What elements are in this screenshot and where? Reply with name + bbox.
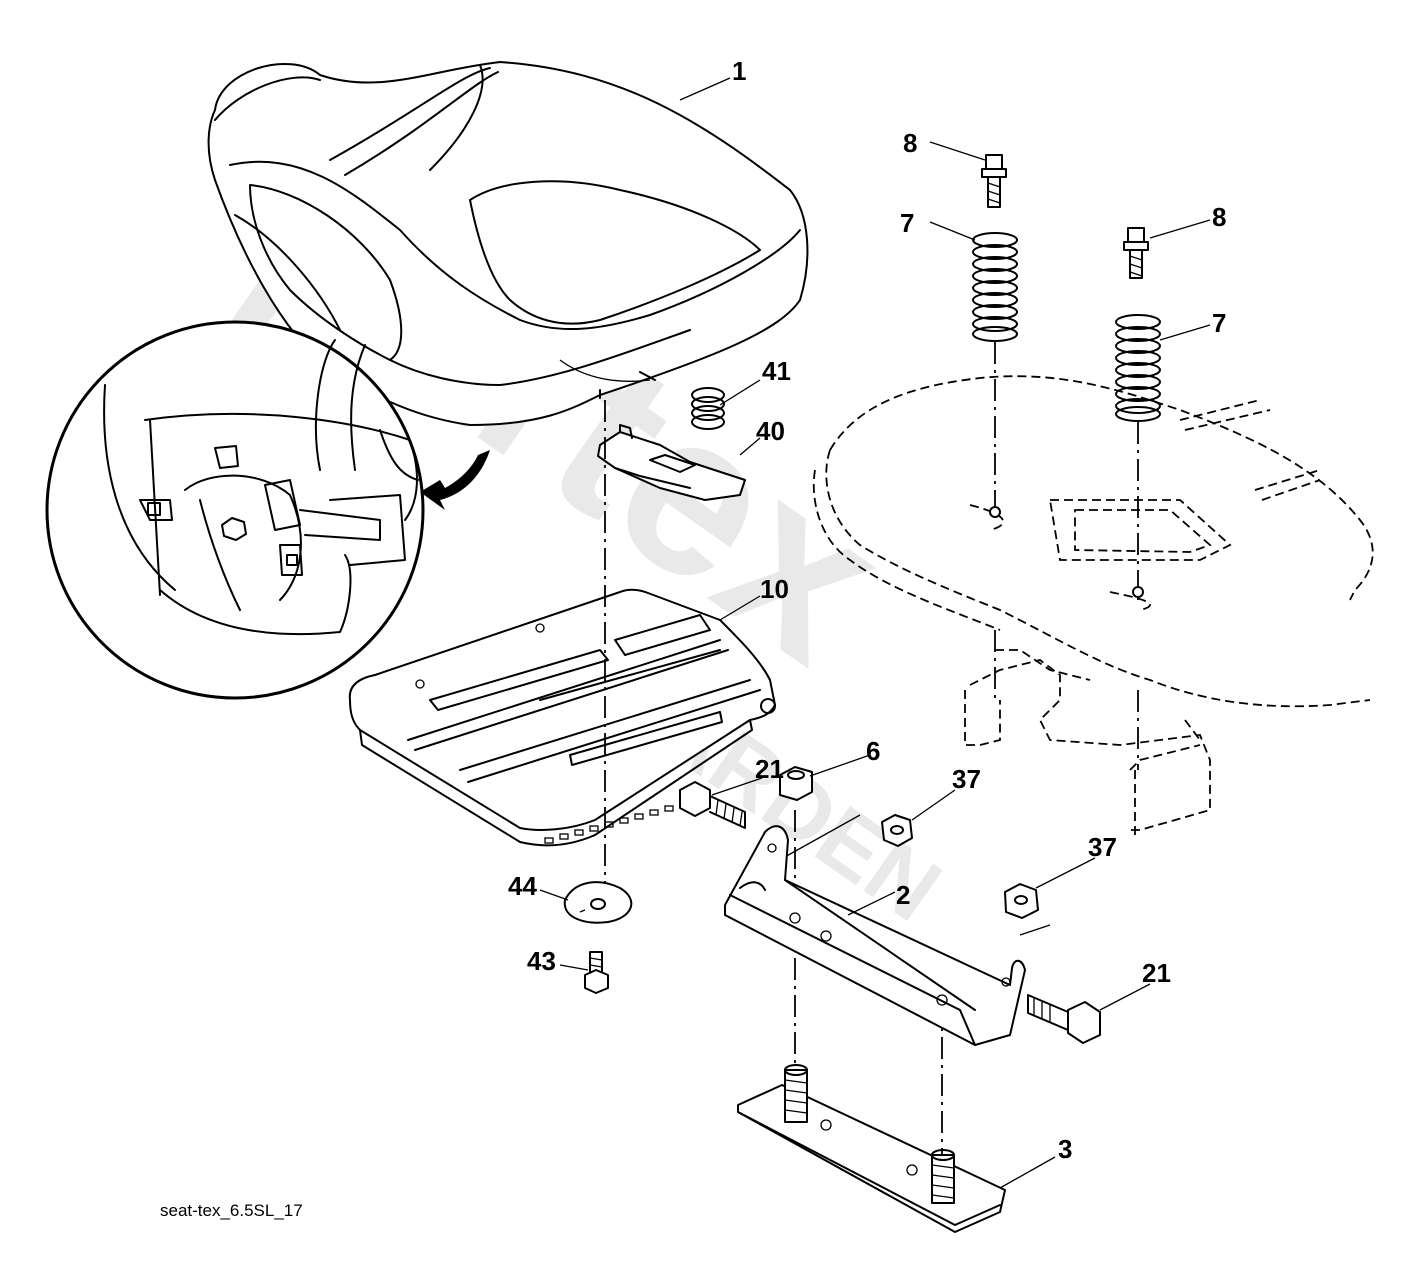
bolt-21-left [679,781,746,829]
label-37-upper: 37 [952,764,981,794]
clip-40 [597,424,746,501]
plate-3 [737,1064,1006,1233]
bolt-21-right [1027,994,1101,1044]
label-21-left: 21 [755,754,784,784]
label-41: 41 [762,356,791,386]
label-2: 2 [896,880,910,910]
label-44: 44 [508,871,537,901]
callouts: 1 2 3 6 7 7 8 8 10 21 21 37 37 40 41 43 … [508,56,1226,1164]
nut-6 [779,766,813,801]
label-8-left: 8 [903,128,917,158]
spring-7-left [972,232,1018,342]
diagram-caption: seat-tex_6.5SL_17 [160,1201,303,1220]
bracket-2 [724,825,1026,1046]
screw-43 [584,951,609,994]
label-40: 40 [756,416,785,446]
assembly-lines [604,342,1144,1160]
seat [207,61,809,426]
label-6: 6 [866,736,880,766]
bolt-8-right [1123,227,1149,279]
label-3: 3 [1058,1134,1072,1164]
label-21-right: 21 [1142,958,1171,988]
label-1: 1 [732,56,746,86]
spring-41 [691,387,725,430]
nut-37-upper [881,814,913,847]
label-7-left: 7 [900,208,914,238]
bolt-8-left [981,154,1007,208]
label-8-right: 8 [1212,202,1226,232]
label-37-lower: 37 [1088,832,1117,862]
spring-7-right [1115,314,1161,422]
leader-lines [539,77,1211,1189]
nut-37-lower [1004,883,1039,919]
label-10: 10 [760,574,789,604]
detail-arrow-icon [420,450,490,510]
label-43: 43 [527,946,556,976]
detail-view [45,320,425,700]
seat-pan [348,588,776,847]
label-7-right: 7 [1212,308,1226,338]
deck-outline [812,375,1374,840]
washer-44 [563,881,633,924]
